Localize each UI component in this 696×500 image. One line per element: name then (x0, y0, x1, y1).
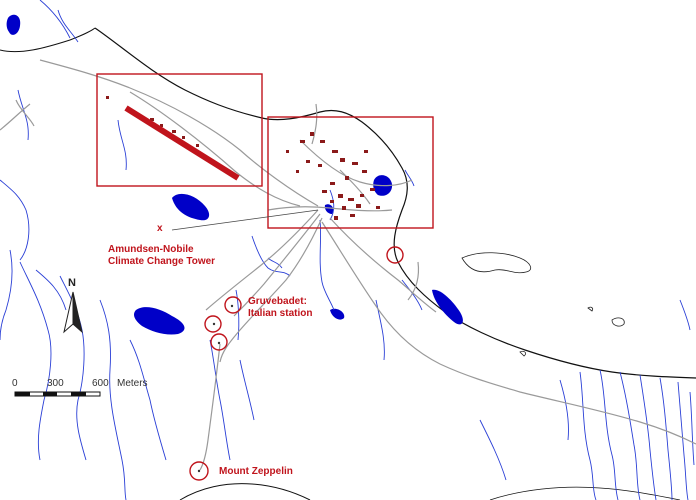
scale-bar (14, 391, 101, 397)
lagoon-outline (461, 252, 532, 274)
coastline-west (0, 27, 96, 53)
north-label: N (68, 277, 76, 289)
runway (124, 105, 240, 181)
zeppelin-label: Mount Zeppelin (219, 466, 293, 477)
airport-highlight-box (96, 73, 263, 187)
terrain-contour-east (489, 486, 681, 500)
site-circle-gruvebadet (224, 296, 242, 314)
lake (172, 193, 210, 221)
islet (611, 317, 625, 327)
scale-unit: Meters (117, 378, 148, 389)
tower-label-line2: Climate Change Tower (108, 256, 216, 267)
terrain-contour (179, 483, 311, 500)
airstrip-buildings (106, 96, 199, 147)
coastline (94, 27, 696, 379)
scale-tick-0: 0 (12, 378, 18, 389)
site-circles (189, 246, 404, 481)
islet (519, 350, 527, 357)
tower-label-line1: Amundsen-Nobile (108, 244, 194, 255)
site-circle-west (204, 315, 222, 333)
north-arrow-icon (63, 291, 83, 334)
gruvebadet-label-line1: Gruvebadet: (248, 296, 307, 307)
lake (330, 308, 345, 320)
gruvebadet-label-line2: Italian station (248, 308, 313, 319)
site-circle-east (386, 246, 404, 264)
lake (324, 204, 334, 214)
town-highlight-box (267, 116, 434, 229)
lake (432, 289, 463, 325)
tower-marker: x (157, 223, 163, 234)
site-circle-south (210, 333, 228, 351)
lake (134, 307, 185, 335)
scale-tick-600: 600 (92, 378, 109, 389)
town-buildings (286, 132, 380, 220)
scale-tick-300: 300 (47, 378, 64, 389)
tower-leader-line (171, 209, 319, 231)
roads (0, 59, 696, 471)
site-circle-zeppelin (189, 461, 209, 481)
islet (587, 306, 594, 312)
lake (6, 14, 21, 35)
